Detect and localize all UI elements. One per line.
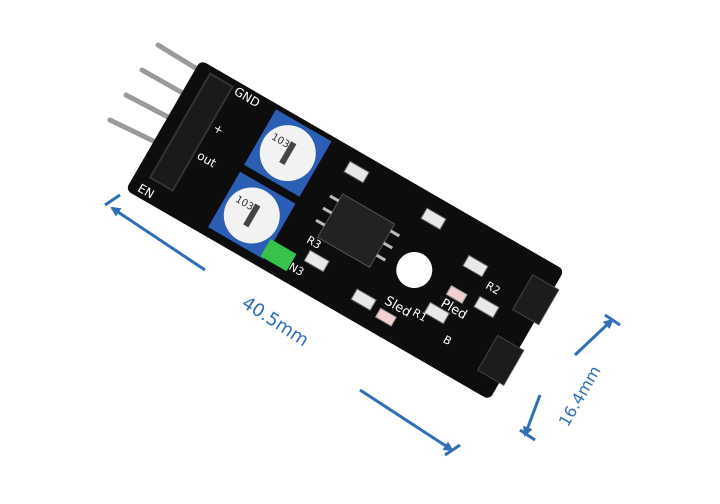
width-dimension: 16.4mm [519,313,621,442]
smd-components [303,160,500,325]
mounting-hole [396,252,433,288]
width-label: 16.4mm [555,362,605,429]
status-led [374,307,397,327]
pin-header [148,72,235,192]
trim-pot-top [244,109,332,197]
ir-sensor-pair [477,274,560,386]
label-r2: R2 [483,279,502,298]
power-led [445,284,468,305]
ic-chip [315,193,401,269]
pcb-board: GND out + EN 103 103 R3 R2 R1 N3 Pled Sl… [127,62,563,398]
trim-pot-bottom [208,171,296,260]
label-r1: R1 [410,306,429,325]
label-r3: R3 [304,233,323,252]
jumper [260,238,297,272]
length-label: 40.5mm [238,293,312,352]
